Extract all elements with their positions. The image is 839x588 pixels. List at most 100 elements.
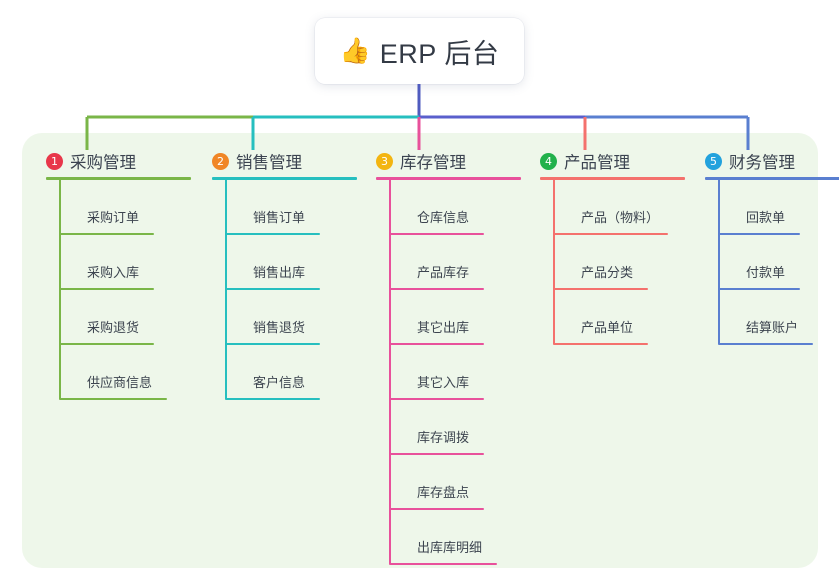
branch-item-label: 采购订单 xyxy=(87,210,140,225)
branch-item[interactable]: 销售出库 xyxy=(225,235,385,290)
branch-item-underline xyxy=(59,288,154,290)
branch-item[interactable]: 结算账户 xyxy=(718,290,839,345)
branch-underline xyxy=(46,177,191,180)
branch-item-underline xyxy=(389,343,484,345)
branch-item-underline xyxy=(553,233,668,235)
branch-item-underline xyxy=(225,343,320,345)
branch-item-underline xyxy=(225,288,320,290)
branch-spine xyxy=(553,179,555,344)
branch-underline xyxy=(540,177,685,180)
branch-item-label: 库存盘点 xyxy=(417,485,470,500)
branch-spine xyxy=(389,179,391,564)
branch-number-badge: 3 xyxy=(376,152,393,170)
branch-item-label: 结算账户 xyxy=(746,320,799,335)
branch-item-label: 出库库明细 xyxy=(417,540,483,555)
branch-item-label: 产品库存 xyxy=(417,265,470,280)
branch-item[interactable]: 销售订单 xyxy=(225,180,385,235)
branch-title: 库存管理 xyxy=(400,154,466,172)
branch-item[interactable]: 产品库存 xyxy=(389,235,549,290)
branch-item[interactable]: 采购订单 xyxy=(59,180,219,235)
branch-item[interactable]: 产品分类 xyxy=(553,235,713,290)
branch-column-1: 1 采购管理采购订单采购入库采购退货供应商信息 xyxy=(34,146,191,400)
branch-items: 采购订单采购入库采购退货供应商信息 xyxy=(59,180,219,400)
branch-item[interactable]: 库存调拨 xyxy=(389,400,549,455)
branch-header-2[interactable]: 2 销售管理 xyxy=(200,146,302,176)
branch-item[interactable]: 出库库明细 xyxy=(389,510,549,565)
branch-item[interactable]: 付款单 xyxy=(718,235,839,290)
branch-title: 产品管理 xyxy=(564,154,630,172)
branch-item-label: 其它出库 xyxy=(417,320,470,335)
branch-header-3[interactable]: 3 库存管理 xyxy=(364,146,466,176)
branch-header-4[interactable]: 4 产品管理 xyxy=(528,146,630,176)
branch-column-5: 5 财务管理回款单付款单结算账户 xyxy=(693,146,839,345)
branch-number-badge: 4 xyxy=(540,152,557,170)
branch-item-label: 销售出库 xyxy=(253,265,306,280)
branch-item-underline xyxy=(389,453,484,455)
branch-item-label: 其它入库 xyxy=(417,375,470,390)
branch-item-label: 产品（物料） xyxy=(581,210,660,225)
branch-item-underline xyxy=(389,233,484,235)
branch-item-underline xyxy=(553,288,648,290)
branch-item-label: 采购入库 xyxy=(87,265,140,280)
branch-item[interactable]: 产品单位 xyxy=(553,290,713,345)
branch-item-underline xyxy=(718,343,813,345)
branch-item[interactable]: 采购入库 xyxy=(59,235,219,290)
branch-items: 仓库信息产品库存其它出库其它入库库存调拨库存盘点出库库明细 xyxy=(389,180,549,565)
root-node[interactable]: 👍 ERP 后台 xyxy=(315,18,524,84)
branch-item-label: 仓库信息 xyxy=(417,210,470,225)
branch-item-underline xyxy=(225,398,320,400)
branch-underline xyxy=(212,177,357,180)
branch-item-underline xyxy=(389,288,484,290)
branch-item-label: 销售订单 xyxy=(253,210,306,225)
branch-number-badge: 5 xyxy=(705,152,722,170)
branch-item-label: 产品单位 xyxy=(581,320,634,335)
branch-number-badge: 1 xyxy=(46,152,63,170)
branch-items: 回款单付款单结算账户 xyxy=(718,180,839,345)
branch-number-badge: 2 xyxy=(212,152,229,170)
branch-underline xyxy=(705,177,839,180)
branch-item-underline xyxy=(553,343,648,345)
branch-item-label: 产品分类 xyxy=(581,265,634,280)
branch-item[interactable]: 产品（物料） xyxy=(553,180,713,235)
branch-item[interactable]: 仓库信息 xyxy=(389,180,549,235)
branch-item[interactable]: 销售退货 xyxy=(225,290,385,345)
branch-title: 销售管理 xyxy=(236,154,302,172)
branch-column-3: 3 库存管理仓库信息产品库存其它出库其它入库库存调拨库存盘点出库库明细 xyxy=(364,146,521,565)
branch-item[interactable]: 回款单 xyxy=(718,180,839,235)
branch-item-label: 采购退货 xyxy=(87,320,140,335)
branch-items: 销售订单销售出库销售退货客户信息 xyxy=(225,180,385,400)
branch-title: 采购管理 xyxy=(70,154,136,172)
branch-item-underline xyxy=(389,563,497,565)
branch-items: 产品（物料） 产品分类产品单位 xyxy=(553,180,713,345)
branch-spine xyxy=(718,179,720,344)
branch-item-label: 库存调拨 xyxy=(417,430,470,445)
branch-item-underline xyxy=(59,398,167,400)
branch-item[interactable]: 客户信息 xyxy=(225,345,385,400)
branches-panel xyxy=(22,133,818,568)
thumbs-up-icon: 👍 xyxy=(339,36,371,65)
branch-item[interactable]: 库存盘点 xyxy=(389,455,549,510)
branch-item[interactable]: 其它出库 xyxy=(389,290,549,345)
branch-item-label: 回款单 xyxy=(746,210,786,225)
branch-item-label: 供应商信息 xyxy=(87,375,153,390)
branch-item-underline xyxy=(389,398,484,400)
branch-title: 财务管理 xyxy=(729,154,795,172)
branch-item[interactable]: 采购退货 xyxy=(59,290,219,345)
branch-item-underline xyxy=(59,233,154,235)
branch-column-4: 4 产品管理产品（物料） 产品分类产品单位 xyxy=(528,146,685,345)
branch-underline xyxy=(376,177,521,180)
branch-item-underline xyxy=(718,233,800,235)
branch-item-underline xyxy=(389,508,484,510)
branch-header-1[interactable]: 1 采购管理 xyxy=(34,146,136,176)
branch-item-label: 付款单 xyxy=(746,265,786,280)
branch-item[interactable]: 供应商信息 xyxy=(59,345,219,400)
branch-item[interactable]: 其它入库 xyxy=(389,345,549,400)
branch-item-underline xyxy=(225,233,320,235)
branch-item-label: 销售退货 xyxy=(253,320,306,335)
branch-header-5[interactable]: 5 财务管理 xyxy=(693,146,795,176)
root-title: ERP 后台 xyxy=(379,38,500,69)
branch-item-underline xyxy=(718,288,800,290)
